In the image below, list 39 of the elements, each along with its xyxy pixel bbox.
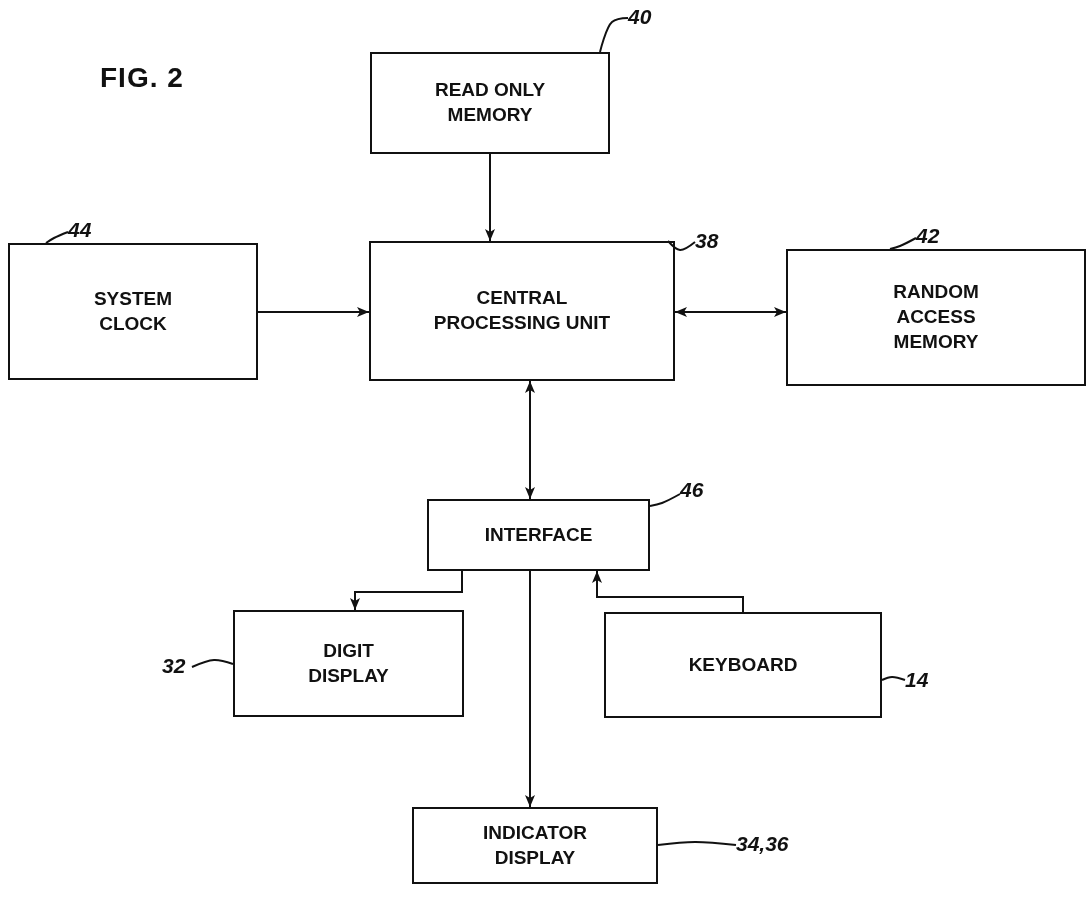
leader-line xyxy=(45,231,69,244)
leader-line xyxy=(649,493,681,507)
arrow xyxy=(485,153,495,242)
callout-number: 42 xyxy=(916,224,940,248)
block-box xyxy=(412,807,658,884)
block-label: INDICATOR DISPLAY xyxy=(482,820,588,870)
block-label: RANDOM ACCESS MEMORY xyxy=(892,280,980,354)
block-label: INTERFACE xyxy=(483,522,594,547)
callout-number: 40 xyxy=(628,5,652,29)
leader-line xyxy=(191,659,234,668)
callout-number: 34,36 xyxy=(736,832,789,856)
block-box xyxy=(369,241,675,381)
arrow xyxy=(592,570,744,613)
block-box xyxy=(233,610,464,717)
block-box xyxy=(370,52,610,154)
block-label: KEYBOARD xyxy=(687,652,799,677)
callout-number: 32 xyxy=(162,654,186,678)
block-box xyxy=(8,243,258,380)
block-box xyxy=(427,499,650,571)
callout-number: 44 xyxy=(68,218,92,242)
block-label: READ ONLY MEMORY xyxy=(433,78,547,127)
arrow xyxy=(525,570,535,808)
block-label: DIGIT DISPLAY xyxy=(307,638,390,688)
leader-line xyxy=(889,237,917,250)
figure-label: FIG. 2 xyxy=(100,62,184,94)
leader-line xyxy=(599,17,629,53)
block-label: SYSTEM CLOCK xyxy=(92,286,174,336)
arrow xyxy=(674,307,787,317)
callout-number: 14 xyxy=(905,668,929,692)
callout-number: 38 xyxy=(695,229,719,253)
block-label: CENTRAL PROCESSING UNIT xyxy=(432,286,612,335)
callout-number: 46 xyxy=(680,478,704,502)
arrow xyxy=(525,380,535,500)
block-box xyxy=(604,612,882,718)
leader-line xyxy=(881,676,906,681)
arrow xyxy=(257,307,370,317)
leader-line xyxy=(657,841,737,846)
arrow xyxy=(350,570,463,611)
block-box xyxy=(786,249,1086,386)
